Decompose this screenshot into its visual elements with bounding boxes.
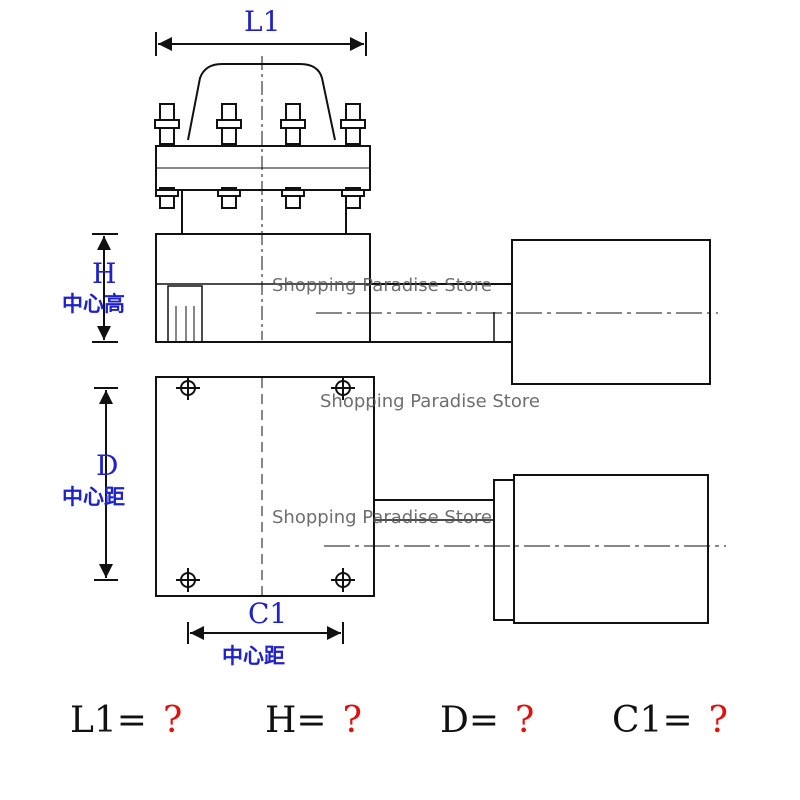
dimension-d-line (94, 387, 118, 581)
question-mark: ? (342, 700, 362, 741)
gearbox-base-plan (155, 376, 375, 597)
formula-l1: L1=? (70, 700, 182, 741)
formula-name: D= (440, 700, 500, 741)
bolt-1 (154, 103, 180, 209)
bolted-cover (155, 63, 371, 234)
cover-dome (187, 63, 336, 141)
motor-plan (513, 474, 709, 624)
motor-flange-plan (493, 479, 515, 621)
formula-d: D=? (440, 700, 534, 741)
formula-name: H= (265, 700, 327, 741)
dimension-l1-label: L1 (244, 5, 281, 38)
mounting-hole-top-right (331, 376, 355, 400)
dimension-h-sublabel: 中心高 (62, 292, 125, 316)
formula-c1: C1=? (612, 700, 728, 741)
formula-h: H=? (265, 700, 362, 741)
mounting-holes (176, 376, 355, 592)
formula-name: C1= (612, 700, 693, 741)
dimension-c1-sublabel: 中心距 (222, 644, 285, 668)
formula-name: L1= (70, 700, 147, 741)
dimension-l1-line (155, 32, 367, 56)
dimension-d-label: D (96, 449, 119, 482)
bolt-2 (216, 103, 242, 209)
mounting-hole-bottom-left (176, 568, 200, 592)
dimension-d-sublabel: 中心距 (62, 485, 125, 509)
dimension-c1-line (187, 622, 344, 644)
gearbox-body-side (155, 233, 371, 343)
question-mark: ? (515, 700, 535, 741)
plan-view (155, 376, 709, 624)
bolt-3 (280, 103, 306, 209)
flange-bolts (154, 103, 366, 209)
watermark-text: Shopping Paradise Store (272, 275, 492, 296)
bolt-4 (340, 103, 366, 209)
dimension-c1-label: C1 (248, 597, 288, 630)
question-mark: ? (708, 700, 728, 741)
side-view-body (155, 233, 711, 385)
mounting-hole-top-left (176, 376, 200, 400)
mounting-hole-bottom-right (331, 568, 355, 592)
dimension-h-line (92, 233, 118, 343)
watermark-text: Shopping Paradise Store (320, 391, 540, 412)
motor-side (511, 239, 711, 385)
question-mark: ? (162, 700, 183, 741)
dimension-h-label: H (92, 257, 117, 290)
watermark-text: Shopping Paradise Store (272, 507, 492, 528)
